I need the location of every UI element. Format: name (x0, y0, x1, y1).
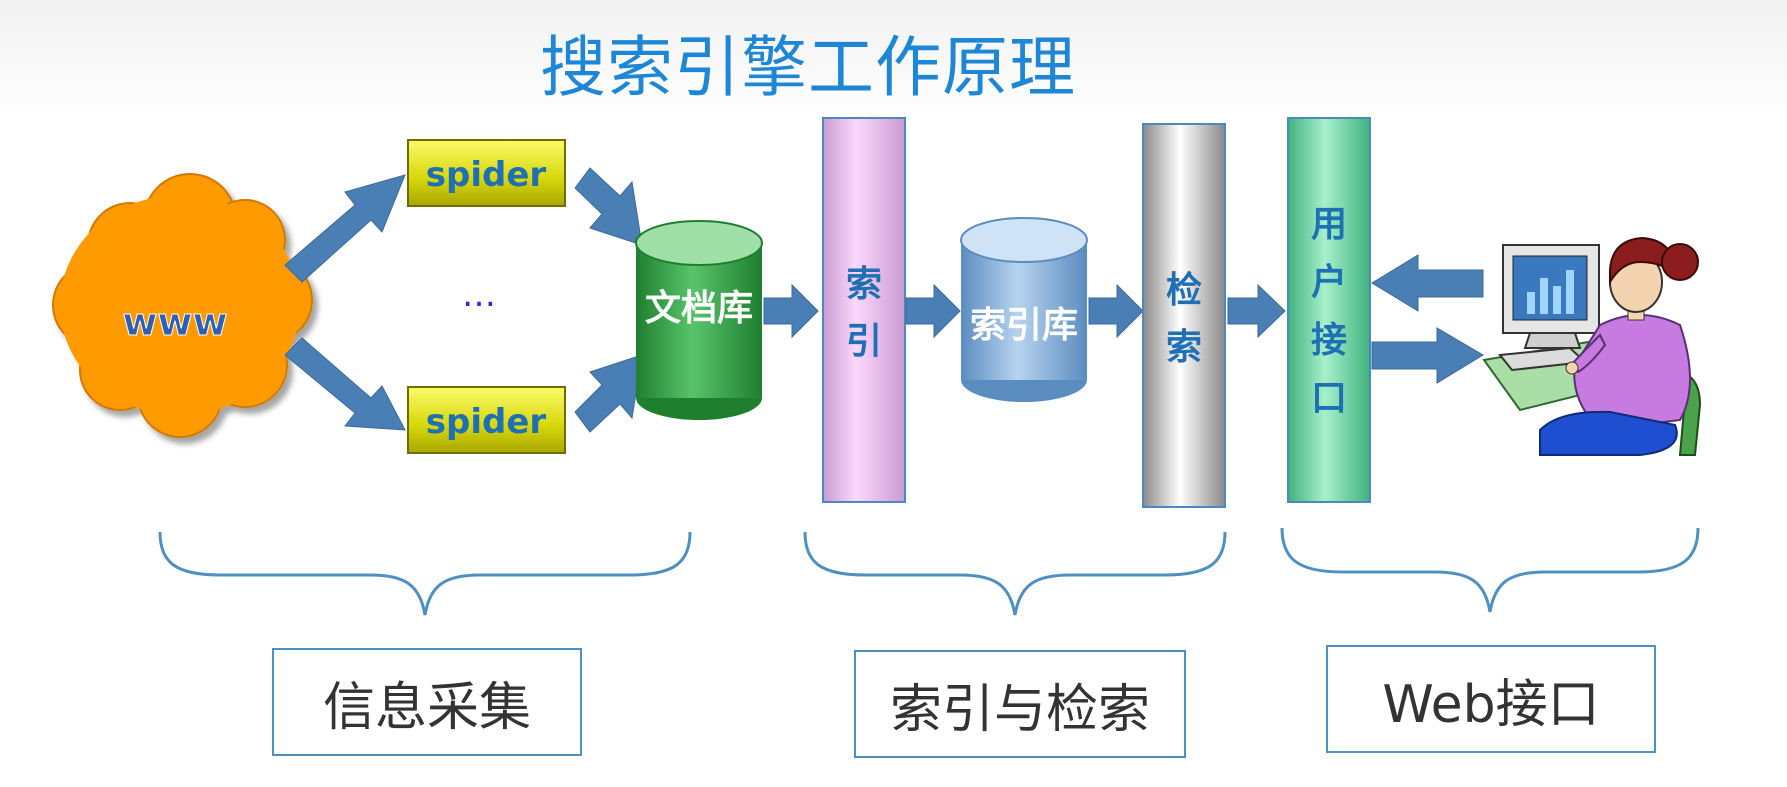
user-at-computer-icon (1482, 236, 1702, 456)
spider-top-label: spider (426, 155, 547, 195)
retrieval-column: 检索 (1142, 123, 1226, 508)
arrow-spider-bottom-to-docstore (574, 354, 643, 433)
doc-store-cylinder (635, 220, 763, 420)
user-interface-column: 用户接口 (1287, 117, 1371, 503)
brace-index-retrieval (803, 531, 1227, 616)
idxCol-char: 引 (846, 321, 882, 362)
brace-web-interface (1280, 527, 1700, 613)
diagram-title: 搜索引擎工作原理 (540, 29, 1076, 106)
arrow-cloud-to-spider-top (284, 174, 406, 283)
uiCol-char: 用 (1311, 204, 1347, 245)
category-index-retrieval: 索引与检索 (854, 650, 1186, 758)
doc-store-label: 文档库 (645, 288, 753, 329)
www-label: www (122, 300, 227, 344)
spider-bottom-label: spider (426, 402, 547, 442)
index-store-cylinder (960, 217, 1088, 402)
spider-box-top: spider (407, 139, 566, 207)
category-web-interface: Web接口 (1326, 645, 1656, 753)
retCol-char: 索 (1166, 327, 1202, 368)
retCol-char: 检 (1166, 270, 1202, 311)
user-interface-column-label: 用户接口 (1311, 204, 1347, 419)
uiCol-char: 户 (1311, 262, 1347, 303)
spider-box-bottom: spider (407, 386, 566, 454)
idxCol-char: 索 (846, 264, 882, 305)
arrow-user-to-interface (1371, 254, 1484, 312)
arrow-spider-top-to-docstore (574, 167, 643, 246)
brace-info-collection (158, 531, 692, 616)
arrow-cloud-to-spider-bottom (284, 337, 406, 431)
arrow-indexstore-to-retrieval (1088, 283, 1144, 339)
spider-ellipsis: … (462, 275, 496, 315)
arrow-docstore-to-index (763, 283, 819, 339)
uiCol-char: 接 (1311, 320, 1347, 361)
index-column: 索引 (822, 117, 906, 503)
index-column-label: 索引 (846, 264, 882, 362)
arrow-index-to-indexstore (905, 283, 961, 339)
retrieval-column-label: 检索 (1166, 270, 1202, 368)
category-info-collection: 信息采集 (272, 648, 582, 756)
arrow-retrieval-to-user-interface (1227, 283, 1286, 339)
uiCol-char: 口 (1311, 378, 1347, 419)
www-cloud (52, 173, 313, 438)
index-store-label: 索引库 (970, 305, 1078, 346)
arrow-interface-to-user (1371, 327, 1484, 384)
